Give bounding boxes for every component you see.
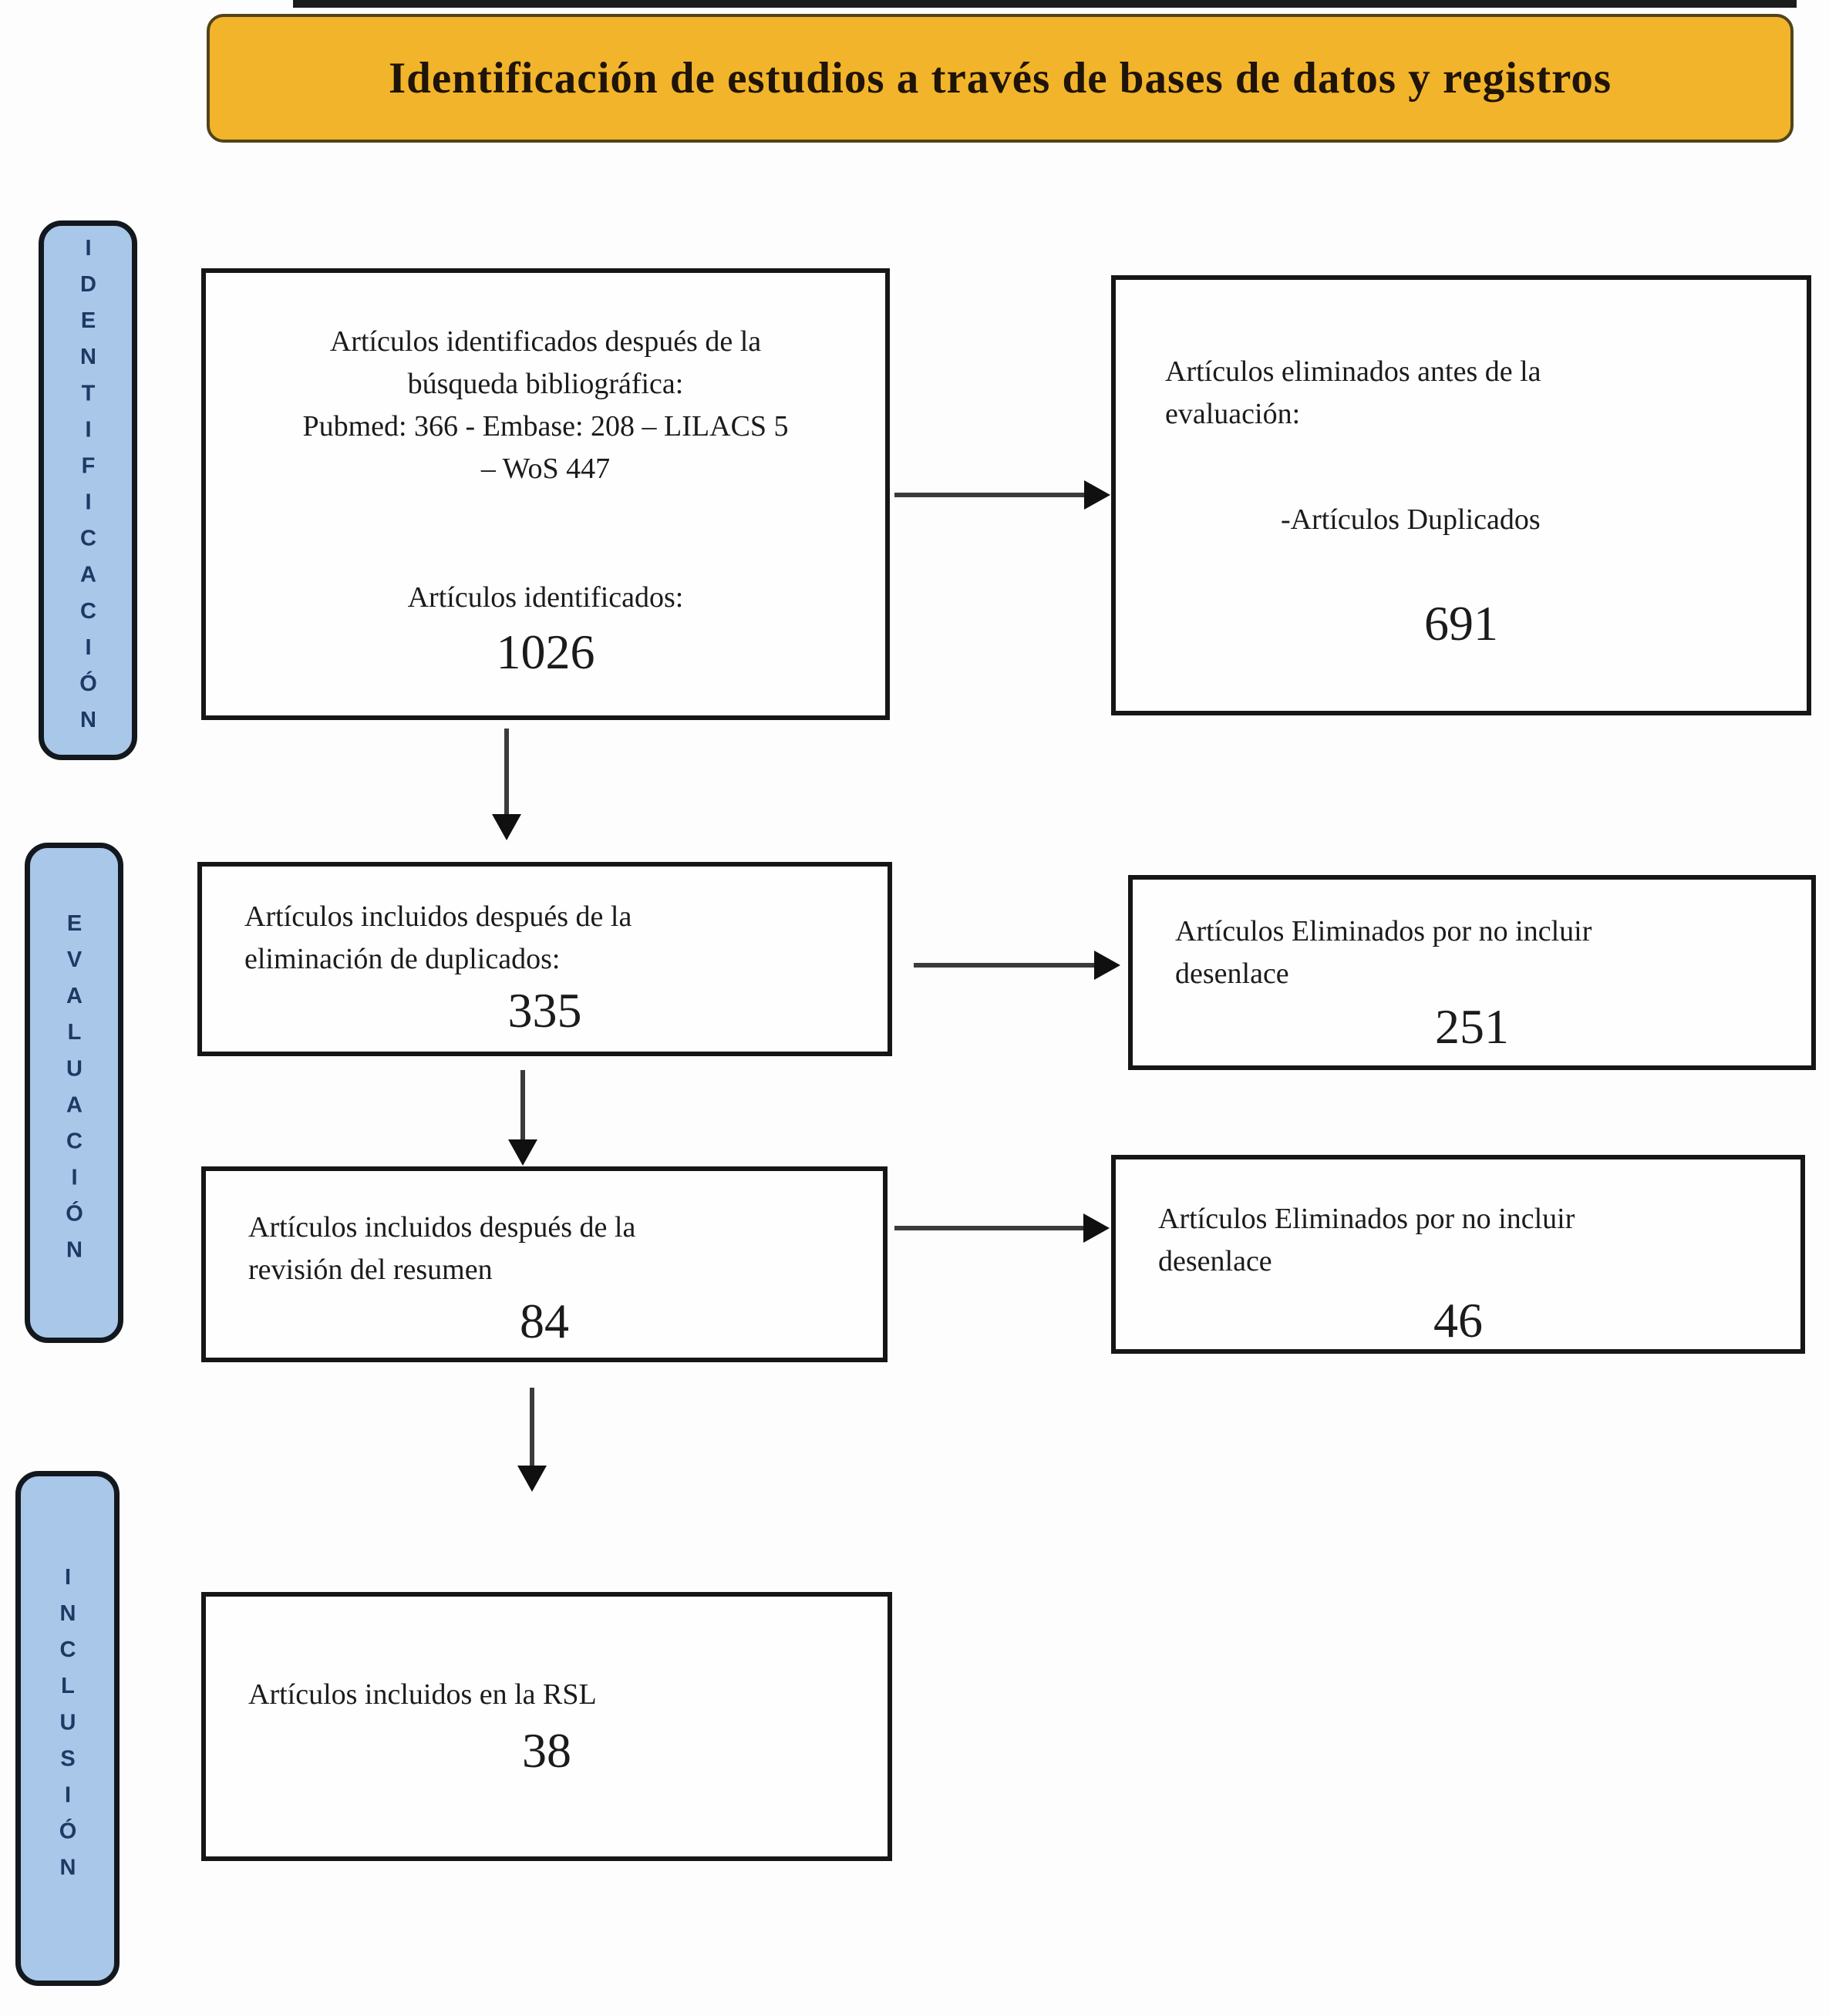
arrow-right-dedup-to-excluded1-icon bbox=[914, 963, 1096, 968]
identified-text-line2: Pubmed: 366 - Embase: 208 – LILACS 5 – W… bbox=[302, 410, 789, 486]
stage-label-evaluation-text: EVALUACIÓN bbox=[62, 911, 87, 1274]
box-after-abstract-review: Artículos incluidos después de la revisi… bbox=[201, 1166, 888, 1362]
after-abstract-text: Artículos incluidos después de la revisi… bbox=[248, 1211, 636, 1287]
removed-before-count: 691 bbox=[1424, 596, 1498, 651]
box-after-duplicate-removal: Artículos incluidos después de la elimin… bbox=[197, 862, 892, 1056]
box-included-rsl: Artículos incluidos en la RSL 38 bbox=[201, 1592, 892, 1861]
included-rsl-count: 38 bbox=[522, 1723, 571, 1779]
removed-before-text: Artículos eliminados antes de la evaluac… bbox=[1165, 355, 1541, 431]
arrow-right-abstract-to-excluded2-icon bbox=[894, 1226, 1085, 1230]
arrow-down-dedup-to-abstract-icon bbox=[520, 1070, 525, 1141]
title-banner: Identificación de estudios a través de b… bbox=[207, 14, 1794, 143]
stage-label-identification: IDENTIFICACIÓN bbox=[39, 220, 137, 760]
excluded-no-outcome-2-text: Artículos Eliminados por no incluir dese… bbox=[1158, 1203, 1575, 1278]
removed-duplicates-item: -Artículos Duplicados bbox=[1281, 503, 1541, 537]
stage-label-inclusion: INCLUSIÓN bbox=[15, 1471, 120, 1986]
page-title: Identificación de estudios a través de b… bbox=[388, 54, 1612, 103]
identified-count: 1026 bbox=[496, 624, 595, 680]
excluded-no-outcome-1-count: 251 bbox=[1435, 999, 1509, 1055]
stage-label-inclusion-text: INCLUSIÓN bbox=[56, 1565, 80, 1892]
arrow-down-identified-to-dedup-icon bbox=[504, 729, 509, 816]
after-abstract-count: 84 bbox=[520, 1294, 569, 1349]
arrow-right-identified-to-removed-icon bbox=[894, 493, 1086, 497]
included-rsl-text: Artículos incluidos en la RSL bbox=[248, 1678, 597, 1711]
excluded-no-outcome-2-count: 46 bbox=[1433, 1293, 1483, 1348]
after-duplicates-count: 335 bbox=[507, 983, 582, 1038]
stage-label-evaluation: EVALUACIÓN bbox=[25, 843, 123, 1343]
box-excluded-no-outcome-1: Artículos Eliminados por no incluir dese… bbox=[1128, 875, 1816, 1070]
excluded-no-outcome-1-text: Artículos Eliminados por no incluir dese… bbox=[1175, 915, 1592, 991]
identified-count-label: Artículos identificados: bbox=[407, 581, 684, 614]
top-border-bar bbox=[293, 0, 1797, 8]
box-identified-articles: Artículos identificados después de la bú… bbox=[201, 268, 890, 720]
box-excluded-no-outcome-2: Artículos Eliminados por no incluir dese… bbox=[1111, 1155, 1805, 1354]
arrow-down-abstract-to-rsl-icon bbox=[530, 1388, 534, 1467]
after-duplicates-text: Artículos incluidos después de la elimin… bbox=[244, 900, 632, 976]
box-removed-before-evaluation: Artículos eliminados antes de la evaluac… bbox=[1111, 275, 1811, 715]
stage-label-identification-text: IDENTIFICACIÓN bbox=[76, 236, 101, 745]
identified-text-line1: Artículos identificados después de la bú… bbox=[329, 325, 762, 401]
